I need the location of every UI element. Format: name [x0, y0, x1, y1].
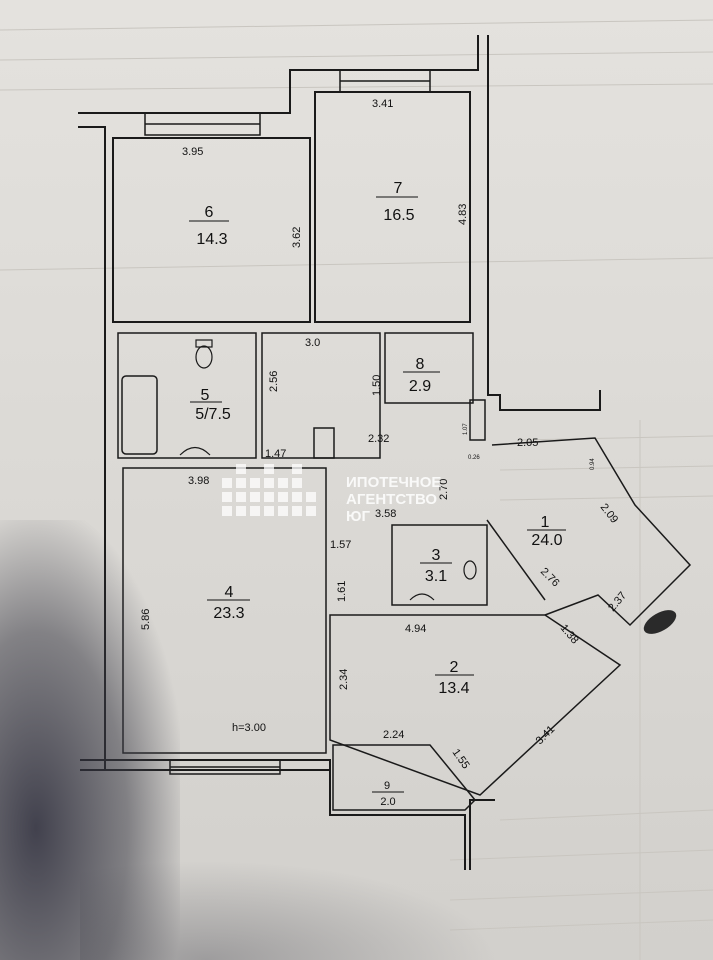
dim-r4-width: 3.98: [188, 475, 209, 487]
dim-corridor-top: 3.0: [305, 337, 320, 349]
room-6-area: 14.3: [196, 231, 227, 248]
dim-bath-height: 2.56: [268, 371, 280, 392]
dim-r1-diag2: 2.76: [538, 566, 562, 590]
room-1-number: 1: [541, 514, 550, 531]
room-4-number: 4: [225, 584, 234, 601]
room-5-area: 5/7.5: [195, 406, 231, 423]
dim-r7-width: 3.41: [372, 98, 393, 110]
dim-r3-side: 2.70: [438, 479, 450, 500]
dim-r1-diag1: 2.09: [598, 501, 621, 525]
room-2-area: 13.4: [438, 680, 469, 697]
ceiling-height: h=3.00: [232, 722, 266, 734]
dim-passage: 1.47: [265, 448, 286, 460]
dim-r2-bottom: 2.24: [383, 729, 404, 741]
dim-small-a: 1.07: [463, 423, 469, 435]
room-9-area: 2.0: [380, 796, 395, 808]
room-6-number: 6: [205, 204, 214, 221]
agency-watermark: ИПОТЕЧНОЕ АГЕНТСТВО ЮГ: [222, 464, 441, 525]
dim-hall-width: 2.32: [368, 433, 389, 445]
dim-r1-top: 2.05: [517, 437, 538, 449]
dim-r6-width: 3.95: [182, 146, 203, 158]
room-8-area: 2.9: [409, 378, 431, 395]
dim-r8-height: 1.50: [371, 375, 383, 396]
dim-r9-diag: 1.55: [450, 747, 472, 771]
room-4-area: 23.3: [213, 605, 244, 622]
watermark-line1: ИПОТЕЧНОЕ: [346, 474, 441, 491]
fixtures: [179, 339, 477, 601]
room-1-area: 24.0: [531, 532, 562, 549]
room-3-number: 3: [432, 547, 441, 564]
room-7-area: 16.5: [383, 207, 414, 224]
room-labels: 1 24.0 2 13.4 3 3.1 4 23.3 5 5/7.5 6 14.…: [189, 180, 566, 808]
dim-r2-diag1: 1.38: [558, 622, 581, 646]
dim-hall-w2: 1.57: [330, 539, 351, 551]
room-7-number: 7: [394, 180, 403, 197]
dim-r2-width: 4.94: [405, 623, 426, 635]
watermark-line3: ЮГ: [346, 508, 370, 525]
room-5-number: 5: [201, 387, 210, 404]
pen-cap-object: [643, 610, 677, 634]
dim-small-c: 0.94: [590, 458, 596, 470]
dim-r6-height: 3.62: [291, 227, 303, 248]
watermark-line2: АГЕНТСТВО: [346, 491, 437, 508]
room-8-number: 8: [416, 356, 425, 373]
room-3-area: 3.1: [425, 568, 447, 585]
dim-r2-height: 2.34: [338, 669, 350, 690]
room-2-number: 2: [450, 659, 459, 676]
room-9-number: 9: [384, 780, 390, 792]
dim-r7-height: 4.83: [457, 204, 469, 225]
dim-hall-h2: 1.61: [336, 581, 348, 602]
dim-r4-height: 5.86: [140, 609, 152, 630]
dimension-labels: 3.95 3.62 3.41 4.83 3.0 2.56 1.50 2.32 1…: [140, 98, 629, 771]
dim-r1-diag3: 2.37: [606, 590, 629, 614]
dim-small-b: 0.26: [468, 455, 480, 461]
dim-r3-width: 3.58: [375, 508, 396, 520]
watermark-grid-logo: [222, 464, 316, 516]
